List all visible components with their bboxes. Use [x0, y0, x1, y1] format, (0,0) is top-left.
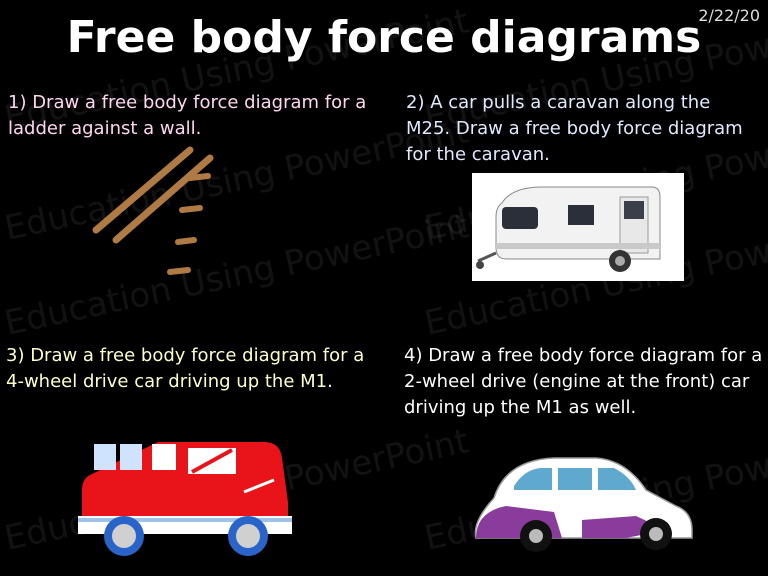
ladder-icon [92, 146, 214, 275]
red-4wd-car-icon [78, 442, 292, 556]
slide-title: Free body force diagrams [66, 12, 702, 63]
question-4: 4) Draw a free body force diagram for a … [404, 345, 763, 418]
question-1: 1) Draw a free body force diagram for a … [8, 92, 367, 139]
caravan-photo [472, 173, 684, 281]
question-3: 3) Draw a free body force diagram for a … [6, 345, 365, 392]
question-2: 2) A car pulls a caravan along the M25. … [406, 92, 743, 165]
slide-date: 2/22/20 [698, 6, 760, 25]
watermark: Education Using PowerPoint [1, 206, 473, 344]
vintage-car-icon [474, 457, 693, 552]
